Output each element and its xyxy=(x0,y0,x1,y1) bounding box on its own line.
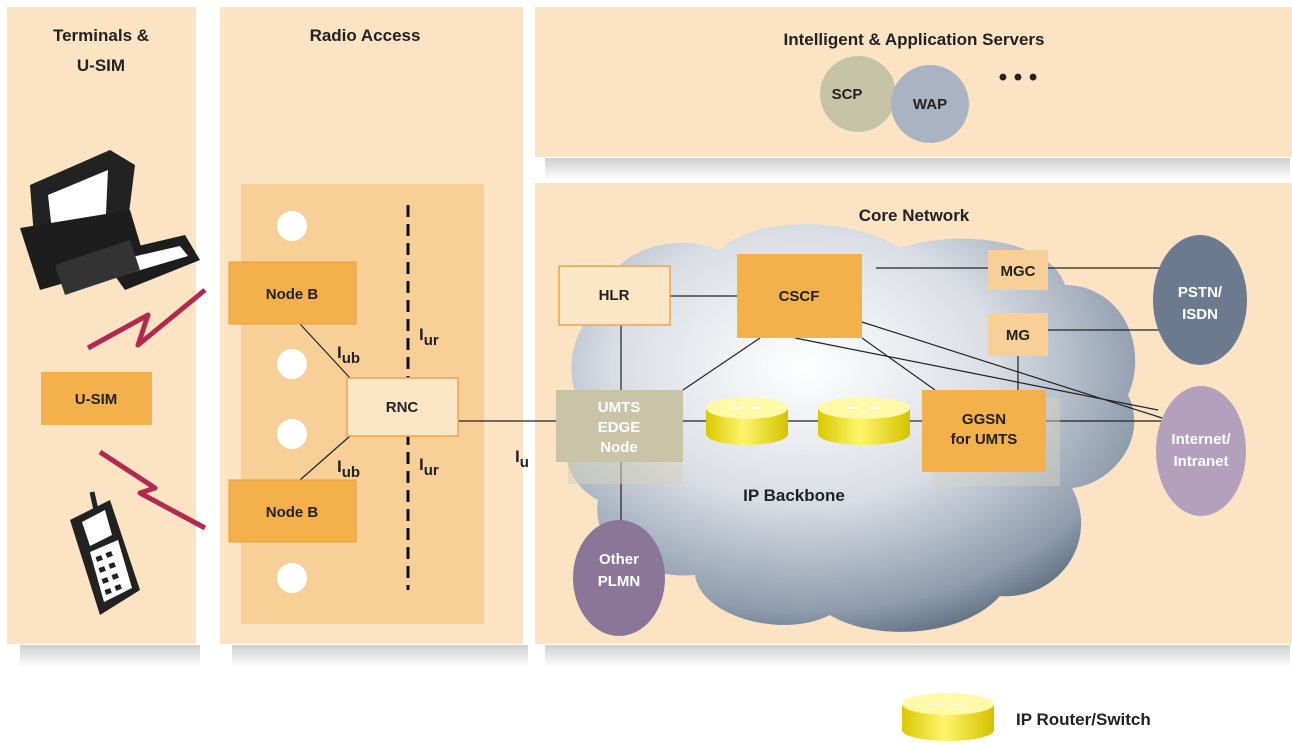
legend-router-icon xyxy=(902,693,994,741)
umts-edge-label-1: UMTS xyxy=(598,399,641,416)
mgc-box xyxy=(988,250,1048,290)
more-servers-ellipsis: • • • xyxy=(999,64,1038,91)
terminals-title-line2: U-SIM xyxy=(77,56,125,75)
computer-terminal-icon xyxy=(20,150,200,295)
iur-label-top: Iur xyxy=(419,325,439,349)
pstn-isdn-network xyxy=(1153,235,1247,365)
mobile-phone-icon xyxy=(70,491,140,615)
servers-title: Intelligent & Application Servers xyxy=(783,30,1044,49)
ip-backbone-label: IP Backbone xyxy=(743,486,845,505)
node-b-top xyxy=(228,261,357,325)
iur-label-bottom: Iur xyxy=(419,455,439,479)
usim-label: U-SIM xyxy=(75,391,118,408)
radio-access-title: Radio Access xyxy=(310,26,421,45)
pstn-label-2: ISDN xyxy=(1182,306,1218,323)
iub-label-bottom: Iub xyxy=(337,457,360,481)
link-nodeb-rnc xyxy=(299,323,351,379)
internet-intranet-network xyxy=(1156,386,1246,516)
cscf-box xyxy=(737,254,862,338)
pstn-label-1: PSTN/ xyxy=(1178,284,1223,301)
other-plmn-label-1: Other xyxy=(599,551,639,568)
usim-card xyxy=(41,372,152,425)
other-plmn-label-2: PLMN xyxy=(598,573,641,590)
internet-label-1: Internet/ xyxy=(1171,431,1231,448)
scp-server xyxy=(820,56,896,132)
panel-shadow xyxy=(20,645,200,667)
other-plmn-network xyxy=(573,520,665,636)
scp-label: SCP xyxy=(832,86,863,103)
node-b-bottom-label: Node B xyxy=(266,504,319,521)
hlr-label: HLR xyxy=(599,287,630,304)
iu-label: Iu xyxy=(515,447,529,471)
radio-link-zigzag-bottom xyxy=(98,449,207,531)
umts-edge-node xyxy=(556,390,683,462)
mg-label: MG xyxy=(1006,327,1030,344)
terminals-title: Terminals & xyxy=(53,26,149,45)
hlr-box xyxy=(558,265,671,326)
ggsn-label-1: GGSN xyxy=(962,411,1006,428)
cell-icon xyxy=(277,349,307,379)
rnc-box xyxy=(346,377,459,437)
rnc-label: RNC xyxy=(386,399,419,416)
core-network-title: Core Network xyxy=(859,206,970,225)
panel-shadow xyxy=(545,645,1290,667)
cscf-label: CSCF xyxy=(779,288,820,305)
internet-label-2: Intranet xyxy=(1173,453,1228,470)
ip-router-icon xyxy=(818,397,910,445)
ip-router-icon xyxy=(706,397,788,445)
ggsn-box xyxy=(922,390,1046,472)
link-nodeb-rnc xyxy=(299,435,351,481)
umts-edge-label-3: Node xyxy=(600,439,638,456)
wap-label: WAP xyxy=(913,96,947,113)
legend-router-label: IP Router/Switch xyxy=(1016,710,1151,729)
radio-link-zigzag-top xyxy=(86,288,207,351)
node-b-bottom xyxy=(228,479,357,543)
umts-edge-label-2: EDGE xyxy=(598,419,641,436)
cell-icon xyxy=(277,563,307,593)
wap-server xyxy=(891,65,969,143)
mgc-label: MGC xyxy=(1001,263,1036,280)
ggsn-label-2: for UMTS xyxy=(951,431,1018,448)
mg-box xyxy=(988,313,1048,356)
cell-icon xyxy=(277,211,307,241)
cell-icon xyxy=(277,419,307,449)
panel-shadow xyxy=(545,158,1290,180)
node-b-top-label: Node B xyxy=(266,286,319,303)
panel-shadow xyxy=(232,645,528,667)
iub-label-top: Iub xyxy=(337,343,360,367)
